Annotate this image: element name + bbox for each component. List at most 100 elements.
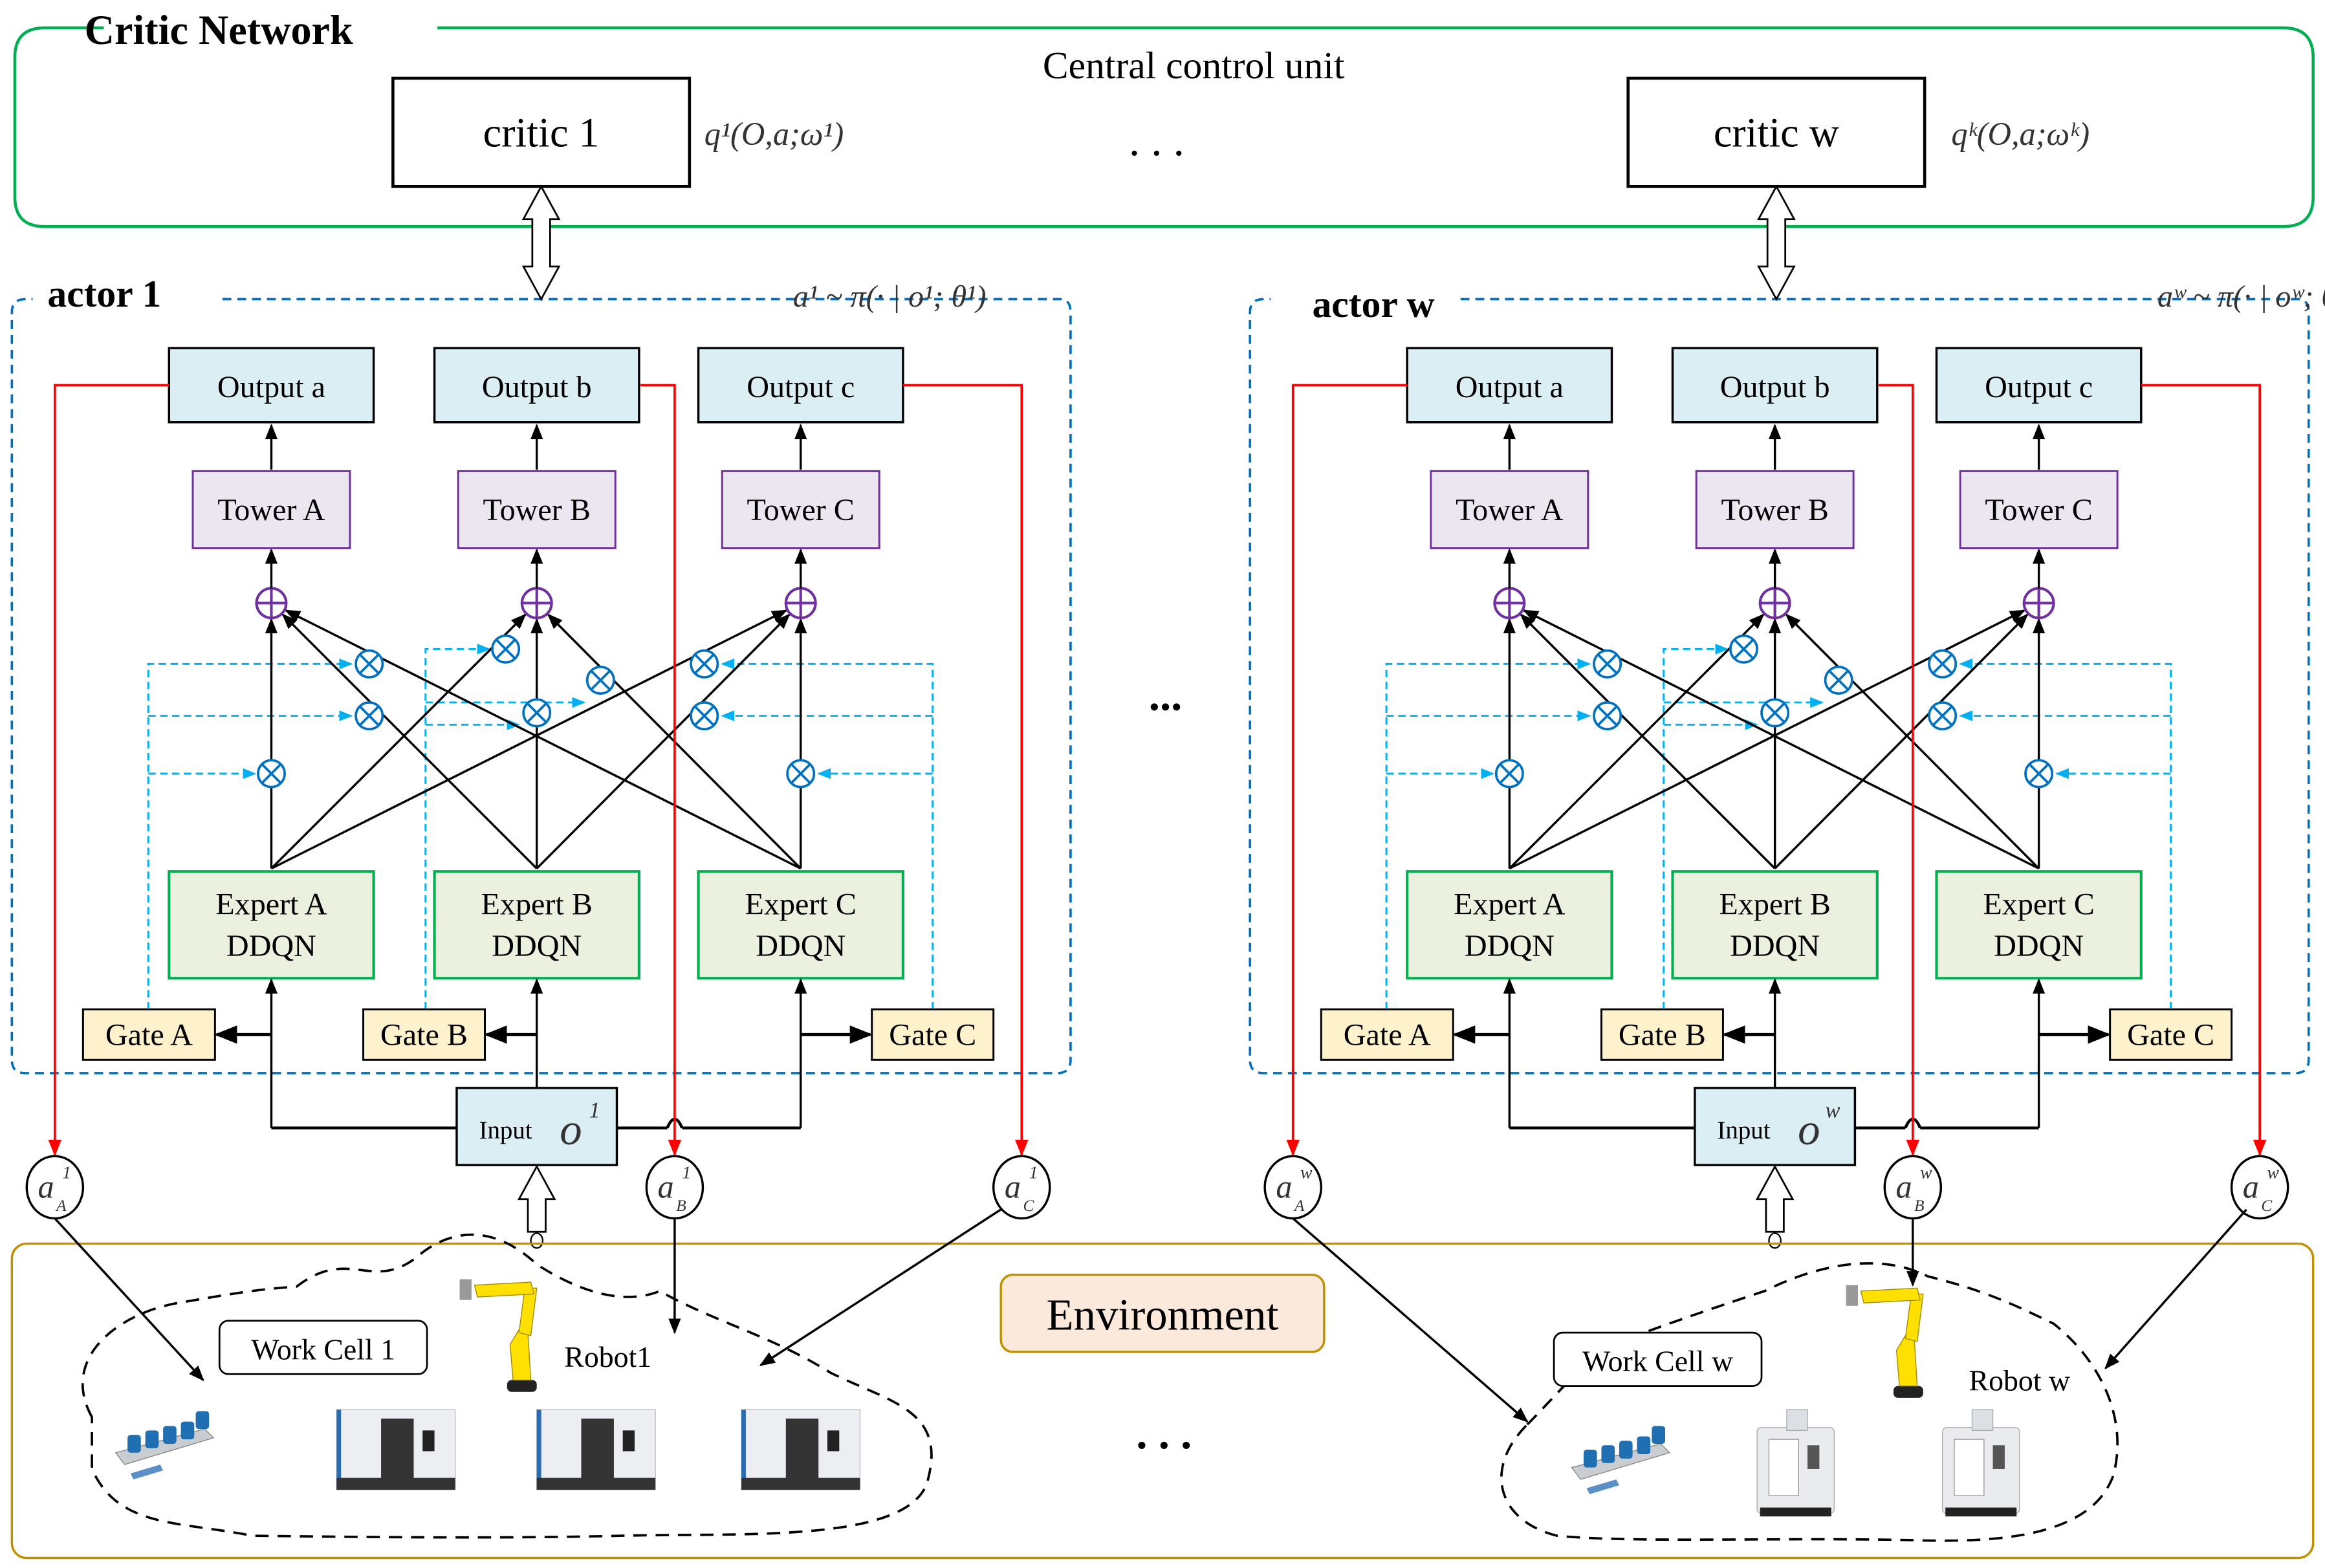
- tower-b-box[interactable]: [457, 470, 617, 550]
- input-box[interactable]: [455, 1087, 618, 1166]
- tower-a-box[interactable]: [191, 470, 351, 550]
- expert-c-box[interactable]: [697, 870, 904, 980]
- gate-c-signal: [1959, 658, 2172, 1010]
- work-cell-1-boundary: [82, 1233, 933, 1539]
- critic-ellipsis: . . .: [1129, 116, 1184, 165]
- expert-b-box[interactable]: [433, 870, 640, 980]
- gate-a-label: Gate A: [105, 1018, 193, 1052]
- multiplier-node: [1729, 634, 1758, 664]
- robot-w-label: Robot w: [1969, 1364, 2071, 1397]
- action-c-to-cell-w-arrow: [2104, 1208, 2247, 1369]
- output-c-label: Output c: [1985, 370, 2093, 404]
- expert-to-tower-connection: [536, 613, 791, 869]
- action-symbol: a: [1005, 1168, 1021, 1204]
- action-subscript: B: [676, 1197, 686, 1215]
- expert-c-type: DDQN: [756, 929, 846, 963]
- multiplier-node: [1593, 649, 1622, 679]
- robot-1-label: Robot1: [564, 1340, 651, 1373]
- gate-a-signal: [147, 658, 353, 1010]
- action-subscript: A: [1293, 1197, 1305, 1215]
- action-symbol: a: [1895, 1168, 1912, 1204]
- adder-node: [255, 587, 288, 620]
- tower-b-box[interactable]: [1695, 470, 1855, 550]
- output-a-box[interactable]: [168, 347, 375, 424]
- input-label: Input: [479, 1116, 532, 1144]
- work-cell-1-label: Work Cell 1: [251, 1333, 395, 1366]
- gate-b-label: Gate B: [380, 1018, 468, 1052]
- gate-c-label: Gate C: [2127, 1018, 2214, 1052]
- output-a-box[interactable]: [1406, 347, 1613, 424]
- gate-a-box[interactable]: [1320, 1008, 1454, 1061]
- output-b-box[interactable]: [433, 347, 640, 424]
- critic-network-border: [13, 26, 2315, 228]
- expert-to-tower-connection: [1509, 609, 2026, 870]
- tower-c-box[interactable]: [721, 470, 880, 550]
- environment-border: [10, 1242, 2315, 1560]
- adder-node: [2022, 587, 2055, 620]
- work-cell-1-label-box: [218, 1320, 428, 1375]
- output-b-label: Output b: [1720, 370, 1830, 404]
- gate-b-box[interactable]: [1600, 1008, 1724, 1061]
- action-superscript: 1: [1029, 1162, 1038, 1182]
- environment-label: Environment: [1047, 1290, 1279, 1339]
- action-symbol: a: [1276, 1168, 1292, 1204]
- gate-c-signal: [721, 658, 934, 1010]
- expert-b-type: DDQN: [1730, 929, 1820, 963]
- critic-w-formula: qᵏ(O,a;ωᵏ): [1951, 116, 2090, 152]
- environment-label-box: [999, 1273, 1326, 1353]
- expert-a-type: DDQN: [226, 929, 316, 963]
- expert-a-name: Expert A: [1454, 887, 1566, 922]
- output-a-label: Output a: [1456, 370, 1564, 404]
- gate-b-signal: [1663, 644, 1729, 1010]
- work-cell-1: Work Cell 1 Robot1: [54, 1208, 1002, 1539]
- multiplier-node: [1928, 701, 1958, 731]
- actor-w: actor waʷ ~ π(· | oʷ; θʷ)Output aOutput …: [1249, 184, 2325, 1249]
- expert-b-name: Expert B: [1719, 887, 1830, 922]
- environment-connector: [1768, 1232, 1782, 1249]
- environment: Environment . . .: [10, 1242, 2315, 1560]
- gate-c-label: Gate C: [889, 1018, 976, 1052]
- output-a-label: Output a: [217, 370, 325, 404]
- cnc-lathe-icon: [741, 1409, 861, 1490]
- expert-a-box[interactable]: [168, 870, 375, 980]
- gate-a-box[interactable]: [82, 1008, 216, 1061]
- environment-ellipsis: . . .: [1136, 1409, 1192, 1458]
- expert-to-tower-connection: [284, 609, 802, 870]
- critic-w-box[interactable]: [1626, 76, 1927, 188]
- action-node-circle: [2230, 1155, 2289, 1220]
- expert-a-box[interactable]: [1406, 870, 1613, 980]
- expert-to-tower-connection: [270, 613, 527, 869]
- output-c-label: Output c: [747, 370, 855, 404]
- machining-center-icon: [1756, 1409, 1835, 1517]
- multiplier-node: [1824, 666, 1853, 695]
- environment-connector: [530, 1232, 544, 1249]
- tower-a-box[interactable]: [1430, 470, 1589, 550]
- gate-c-box[interactable]: [2109, 1008, 2233, 1061]
- action-subscript: B: [1914, 1197, 1924, 1215]
- action-node-circle: [992, 1155, 1051, 1220]
- action-symbol: a: [38, 1168, 54, 1204]
- multiplier-node: [1593, 701, 1622, 731]
- expert-a-name: Expert A: [215, 887, 327, 922]
- output-c-box[interactable]: [697, 347, 904, 424]
- output-b-box[interactable]: [1671, 347, 1879, 424]
- action-superscript: w: [1300, 1162, 1313, 1182]
- action-symbol: a: [2243, 1168, 2259, 1204]
- action-superscript: w: [1920, 1162, 1932, 1182]
- tower-b-label: Tower B: [1721, 493, 1828, 527]
- input-observation-symbol: o: [560, 1105, 582, 1154]
- input-box[interactable]: [1694, 1087, 1857, 1166]
- tower-c-box[interactable]: [1959, 470, 2119, 550]
- tower-c-label: Tower C: [1985, 493, 2092, 527]
- action-subscript: A: [55, 1197, 67, 1215]
- output-c-box[interactable]: [1935, 347, 2143, 424]
- action-superscript: w: [2267, 1162, 2280, 1182]
- expert-c-box[interactable]: [1935, 870, 2143, 980]
